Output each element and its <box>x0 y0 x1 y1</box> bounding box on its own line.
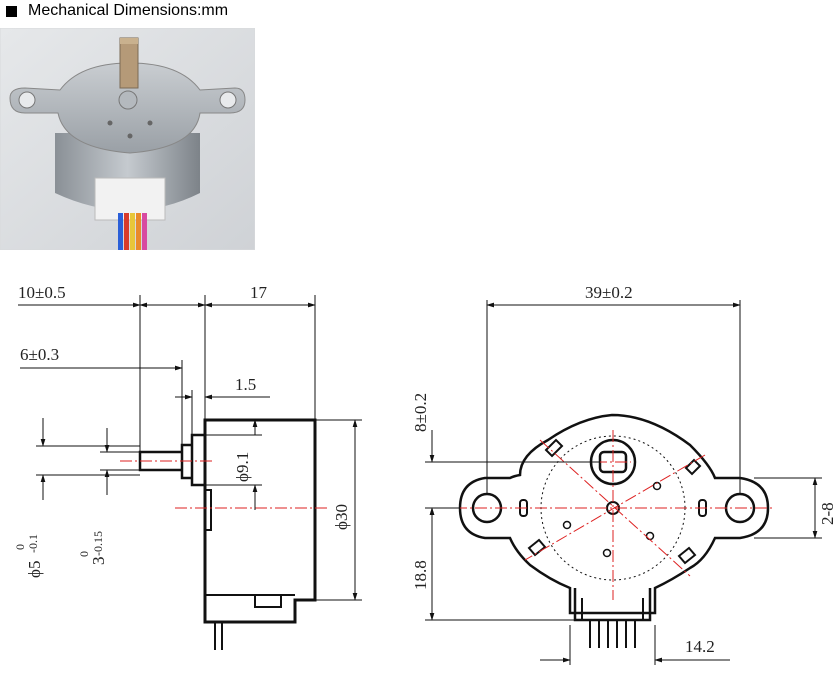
dim-shaft-diameter-tol-top: 0 <box>13 544 27 550</box>
front-view-centerlines <box>455 430 775 600</box>
dim-shaft-offset: 8±0.2 <box>411 393 430 432</box>
dim-flat-length: 6±0.3 <box>20 345 59 364</box>
dim-flat-width-tol-bottom: -0.15 <box>91 531 105 556</box>
dim-body-diameter: ϕ30 <box>332 504 351 530</box>
dim-shaft-diameter: ϕ5 0 -0.1 <box>13 534 44 578</box>
dim-shaft-diameter-base: ϕ5 <box>25 561 44 578</box>
dim-flat-width-tol-top: 0 <box>77 551 91 557</box>
front-view-dimension-lines <box>425 300 822 665</box>
side-view-dimension-lines <box>18 295 362 601</box>
dim-shaft-diameter-tol-bottom: -0.1 <box>26 534 40 553</box>
front-view <box>458 413 770 648</box>
dim-mount-spacing: 39±0.2 <box>585 283 633 302</box>
dim-connector-width: 14.2 <box>685 637 715 656</box>
dim-step: 1.5 <box>235 375 256 394</box>
dim-flat-width: 3 0 -0.15 <box>77 531 108 565</box>
bullet-square-icon <box>6 5 17 17</box>
motor-photo <box>0 28 255 250</box>
dim-boss-diameter: ϕ9.1 <box>233 452 252 482</box>
dim-mount-holes: 2-8 <box>818 502 837 525</box>
header: Mechanical Dimensions:mm <box>6 0 228 22</box>
dim-height-to-bottom: 18.8 <box>411 560 430 590</box>
side-view <box>120 418 330 650</box>
dim-shaft-length: 10±0.5 <box>18 283 66 302</box>
dim-body-depth: 17 <box>250 283 268 302</box>
dim-flat-width-base: 3 <box>89 557 108 566</box>
page-title: Mechanical Dimensions:mm <box>28 2 229 19</box>
